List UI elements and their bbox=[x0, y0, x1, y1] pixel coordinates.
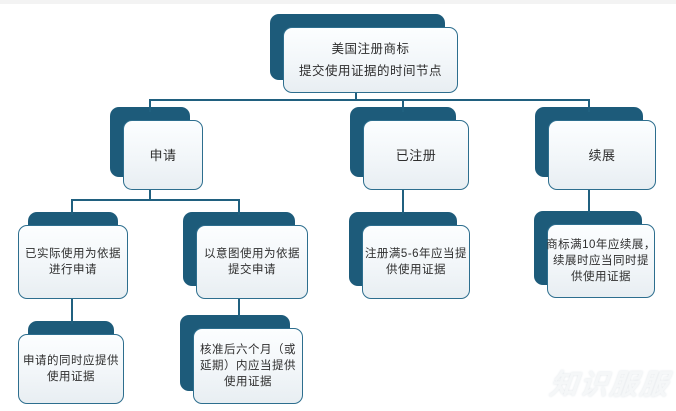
node-text-line: 核准后六个月（或 bbox=[200, 344, 296, 356]
node-text-line: 提交使用证据的时间节点 bbox=[298, 64, 442, 78]
connector-actual-use-down bbox=[71, 299, 73, 324]
node-card: 申请 bbox=[123, 120, 203, 190]
node-registered-5-6-years: 注册满5-6年应当提 供使用证据 bbox=[349, 212, 470, 299]
node-card: 注册满5-6年应当提 供使用证据 bbox=[362, 225, 470, 299]
connector-drop-apply bbox=[149, 99, 151, 112]
node-renewal-10-years: 商标满10年应续展， 续展时应当同时提 供使用证据 bbox=[534, 211, 655, 298]
connector-renewal-down bbox=[588, 190, 590, 213]
node-text-line: 供使用证据 bbox=[386, 264, 446, 276]
connector-apply-bus bbox=[71, 199, 240, 201]
node-text-line: 续展 bbox=[588, 147, 616, 163]
node-actual-use-basis: 已实际使用为依据 进行申请 bbox=[18, 212, 128, 299]
node-evidence-with-application: 申请的同时应提供 使用证据 bbox=[18, 321, 124, 404]
node-text-line: 使用证据 bbox=[47, 371, 95, 383]
node-card: 以意图使用为依据 提交申请 bbox=[196, 225, 308, 299]
node-text-line: 已注册 bbox=[395, 147, 437, 163]
connector-registered-down bbox=[402, 190, 404, 214]
node-text-line: 以意图使用为依据 bbox=[204, 248, 300, 260]
node-text-line: 进行申请 bbox=[49, 264, 97, 276]
node-card: 美国注册商标 提交使用证据的时间节点 bbox=[283, 27, 458, 93]
connector-apply-down bbox=[149, 190, 151, 201]
node-text-line: 提交申请 bbox=[228, 264, 276, 276]
node-text-line: 注册满5-6年应当提 bbox=[364, 248, 468, 260]
node-card: 核准后六个月（或 延期）内应当提供 使用证据 bbox=[193, 328, 303, 404]
connector-intent-use-down bbox=[238, 299, 240, 318]
node-intent-use-basis: 以意图使用为依据 提交申请 bbox=[183, 212, 308, 299]
node-text-line: 延期）内应当提供 bbox=[200, 360, 296, 372]
node-root-title: 美国注册商标 提交使用证据的时间节点 bbox=[270, 14, 458, 93]
node-text-line: 美国注册商标 bbox=[331, 42, 410, 56]
node-apply: 申请 bbox=[110, 107, 203, 190]
node-card: 续展 bbox=[548, 120, 656, 190]
top-edge-strip bbox=[0, 0, 676, 4]
connector-drop-registered bbox=[402, 99, 404, 112]
node-text-line: 已实际使用为依据 bbox=[25, 248, 121, 260]
watermark-logo: 知识服服 bbox=[548, 369, 672, 400]
node-card: 已实际使用为依据 进行申请 bbox=[18, 225, 128, 299]
connector-drop-intent-use bbox=[238, 199, 240, 215]
node-card: 申请的同时应提供 使用证据 bbox=[18, 334, 124, 404]
connector-root-down bbox=[355, 93, 357, 100]
node-text-line: 使用证据 bbox=[224, 376, 272, 388]
node-card: 商标满10年应续展， 续展时应当同时提 供使用证据 bbox=[546, 224, 656, 298]
connector-level1-bus bbox=[149, 99, 590, 101]
node-text-line: 商标满10年应续展， bbox=[546, 239, 656, 251]
node-text-line: 申请的同时应提供 bbox=[23, 355, 119, 367]
node-registered: 已注册 bbox=[350, 107, 469, 190]
node-evidence-within-6-months: 核准后六个月（或 延期）内应当提供 使用证据 bbox=[180, 315, 303, 404]
node-text-line: 续展时应当同时提 bbox=[553, 255, 649, 267]
node-text-line: 申请 bbox=[149, 147, 177, 163]
connector-drop-renewal bbox=[588, 99, 590, 112]
connector-drop-actual-use bbox=[71, 199, 73, 215]
node-text-line: 供使用证据 bbox=[571, 271, 631, 283]
node-renewal: 续展 bbox=[535, 107, 656, 190]
node-card: 已注册 bbox=[363, 120, 469, 190]
